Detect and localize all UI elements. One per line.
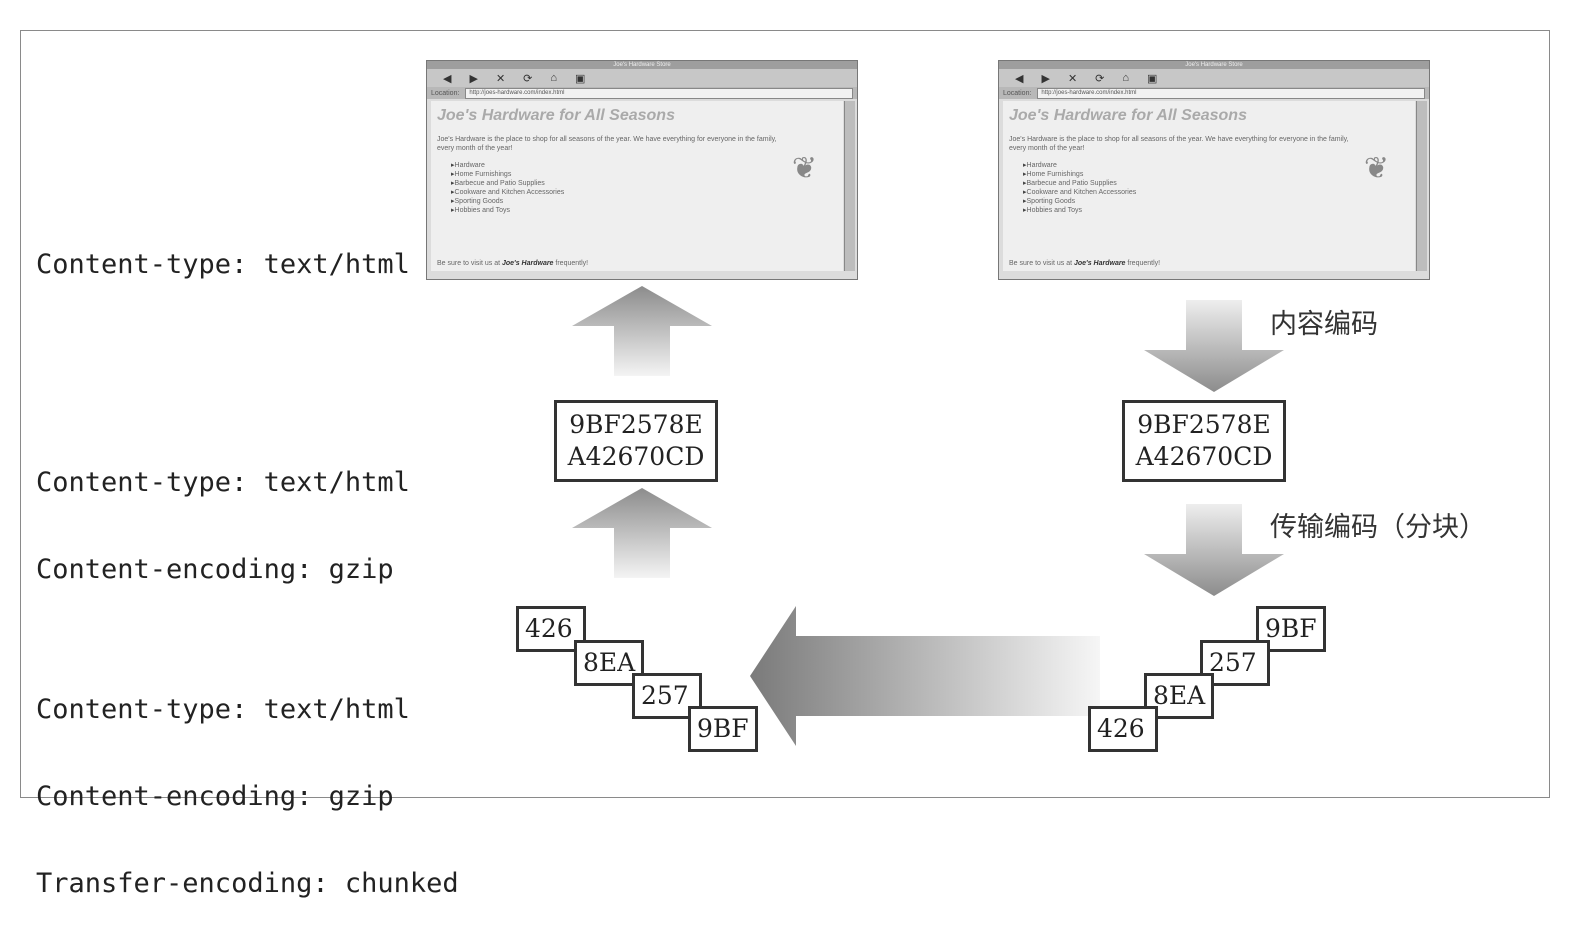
- content-encoding-step-label: 内容编码: [1270, 309, 1378, 340]
- url-field: http://joes-hardware.com/index.html: [465, 87, 853, 99]
- leaf-icon: ❦: [1363, 152, 1389, 185]
- home-icon: ⌂: [1122, 72, 1130, 84]
- list-item: Home Furnishings: [1023, 170, 1409, 179]
- scrollbar: [1416, 101, 1427, 271]
- list-item: Barbecue and Patio Supplies: [1023, 179, 1409, 188]
- scrollbar: [844, 101, 855, 271]
- chunk-box: 426: [516, 606, 586, 652]
- print-icon: ▣: [575, 72, 586, 85]
- header-row-3: Content-type: text/html Content-encoding…: [36, 637, 459, 927]
- page-intro: Joe's Hardware is the place to shop for …: [437, 136, 777, 152]
- page-heading: Joe's Hardware for All Seasons: [437, 107, 675, 124]
- page-heading: Joe's Hardware for All Seasons: [1009, 107, 1247, 124]
- address-label: Location:: [1003, 89, 1032, 97]
- content-type-label: Content-type: text/html: [36, 467, 410, 498]
- chunk-box: 426: [1088, 706, 1158, 752]
- browser-toolbar: ◀ ▶ ✕ ⟳ ⌂ ▣: [427, 69, 857, 87]
- home-icon: ⌂: [550, 72, 558, 84]
- reload-icon: ⟳: [523, 72, 533, 85]
- down-arrow-1: [1144, 300, 1284, 392]
- list-item: Hobbies and Toys: [1023, 206, 1409, 215]
- browser-toolbar: ◀ ▶ ✕ ⟳ ⌂ ▣: [999, 69, 1429, 87]
- list-item: Barbecue and Patio Supplies: [451, 179, 837, 188]
- product-list: Hardware Home Furnishings Barbecue and P…: [1009, 161, 1409, 215]
- url-field: http://joes-hardware.com/index.html: [1037, 87, 1425, 99]
- forward-icon: ▶: [1041, 72, 1050, 85]
- list-item: Home Furnishings: [451, 170, 837, 179]
- window-title: Joe's Hardware Store: [999, 61, 1429, 69]
- encoded-block-right: 9BF2578E A42670CD: [1122, 400, 1286, 482]
- transfer-encoding-label: Transfer-encoding: chunked: [36, 868, 459, 899]
- back-icon: ◀: [1015, 72, 1024, 85]
- address-bar: Location: http://joes-hardware.com/index…: [999, 87, 1429, 99]
- address-bar: Location: http://joes-hardware.com/index…: [427, 87, 857, 99]
- chunk-box: 9BF: [688, 706, 758, 752]
- back-icon: ◀: [443, 72, 452, 85]
- window-title: Joe's Hardware Store: [427, 61, 857, 69]
- list-item: Cookware and Kitchen Accessories: [451, 188, 837, 197]
- browser-page: Joe's Hardware for All Seasons Joe's Har…: [431, 101, 843, 271]
- chunk-box: 8EA: [574, 640, 644, 686]
- stop-icon: ✕: [1067, 72, 1078, 85]
- list-item: Hardware: [1023, 161, 1409, 170]
- content-type-label: Content-type: text/html: [36, 249, 410, 280]
- list-item: Hobbies and Toys: [451, 206, 837, 215]
- transfer-encoding-step-label: 传输编码（分块）: [1270, 512, 1486, 543]
- page-footer: Be sure to visit us at Joe's Hardware fr…: [437, 260, 589, 267]
- forward-icon: ▶: [469, 72, 478, 85]
- print-icon: ▣: [1147, 72, 1158, 85]
- header-row-1: Content-type: text/html: [36, 192, 410, 308]
- list-item: Cookware and Kitchen Accessories: [1023, 188, 1409, 197]
- up-arrow-2: [572, 488, 712, 578]
- page-intro: Joe's Hardware is the place to shop for …: [1009, 136, 1349, 152]
- content-encoding-label: Content-encoding: gzip: [36, 781, 394, 812]
- content-type-label: Content-type: text/html: [36, 694, 410, 725]
- content-encoding-label: Content-encoding: gzip: [36, 554, 394, 585]
- list-item: Hardware: [451, 161, 837, 170]
- leaf-icon: ❦: [791, 152, 817, 185]
- page-footer: Be sure to visit us at Joe's Hardware fr…: [1009, 260, 1161, 267]
- list-item: Sporting Goods: [451, 197, 837, 206]
- browser-window-right: Joe's Hardware Store ◀ ▶ ✕ ⟳ ⌂ ▣ Locatio…: [998, 60, 1430, 280]
- list-item: Sporting Goods: [1023, 197, 1409, 206]
- reload-icon: ⟳: [1095, 72, 1105, 85]
- header-row-2: Content-type: text/html Content-encoding…: [36, 410, 410, 613]
- product-list: Hardware Home Furnishings Barbecue and P…: [437, 161, 837, 215]
- browser-window-left: Joe's Hardware Store ◀ ▶ ✕ ⟳ ⌂ ▣ Locatio…: [426, 60, 858, 280]
- left-arrow: [750, 606, 1100, 746]
- chunk-box: 8EA: [1144, 673, 1214, 719]
- stop-icon: ✕: [495, 72, 506, 85]
- address-label: Location:: [431, 89, 460, 97]
- encoded-block-left: 9BF2578E A42670CD: [554, 400, 718, 482]
- browser-page: Joe's Hardware for All Seasons Joe's Har…: [1003, 101, 1415, 271]
- down-arrow-2: [1144, 504, 1284, 596]
- up-arrow-1: [572, 286, 712, 376]
